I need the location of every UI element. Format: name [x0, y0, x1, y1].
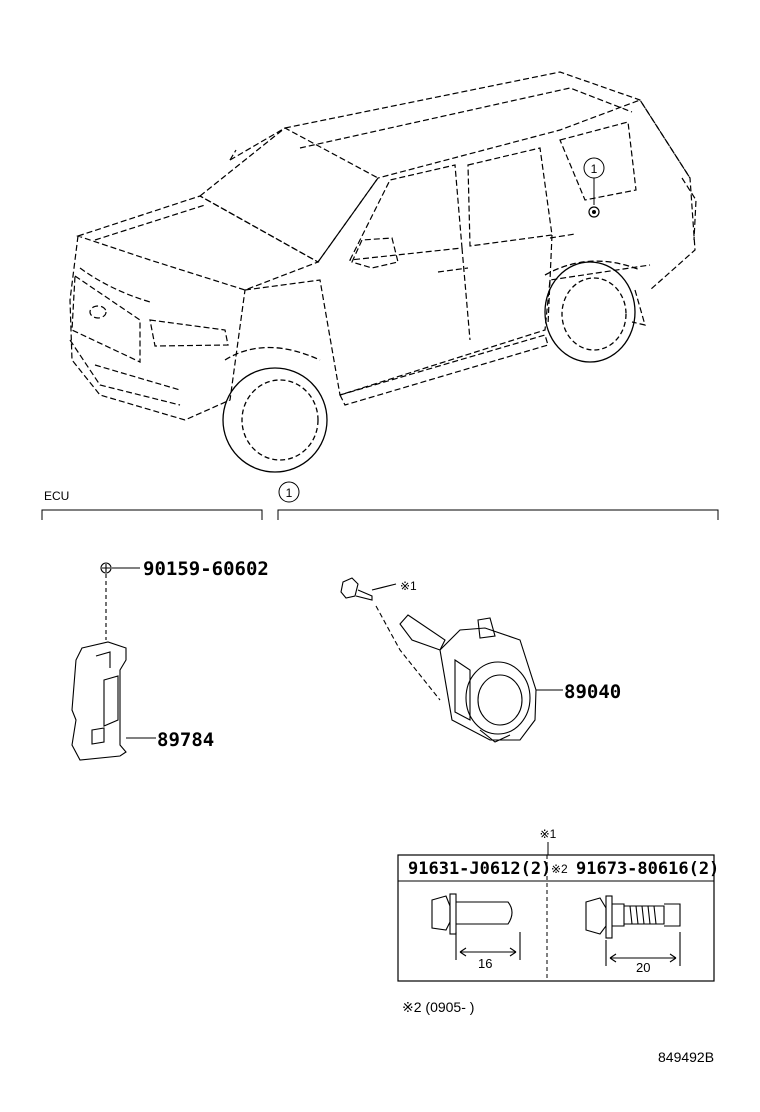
table-col1-part-number: 91631-J0612(2) [408, 859, 551, 879]
table-header-mark: ※1 [540, 827, 557, 841]
screw-part [100, 562, 140, 640]
section-1-callout: 1 [286, 486, 293, 500]
bolt-ref-mark: ※1 [400, 579, 417, 593]
table-col2-length: 20 [636, 960, 650, 975]
table-col1-bolt [431, 893, 521, 960]
bolt-part [340, 577, 441, 701]
part-number-ecu: 89784 [157, 729, 214, 751]
sensor-assembly-part [399, 614, 563, 743]
table-col1-length: 16 [478, 956, 492, 971]
vehicle-callout-1: 1 [583, 157, 605, 218]
bolt-spec-table: ※1 91631-J0612(2) ※2 91673-80616(2) 16 [397, 827, 719, 982]
footnote-date-range: ※2 (0905- ) [402, 999, 474, 1015]
section-ecu-header: ECU [41, 489, 263, 520]
ecu-section-label: ECU [44, 489, 69, 503]
table-col2-bolt [585, 895, 681, 966]
table-col2-part-number: 91673-80616(2) [576, 859, 719, 879]
svg-text:1: 1 [591, 162, 598, 176]
part-number-sensor: 89040 [564, 681, 621, 703]
vehicle-wheels [222, 260, 641, 473]
section-1-header: 1 [277, 481, 719, 520]
vehicle-illustration [69, 71, 697, 421]
ecu-bracket-part [71, 641, 156, 761]
drawing-code: 849492B [658, 1049, 714, 1065]
part-number-screw: 90159-60602 [143, 558, 269, 580]
table-col2-prefix: ※2 [551, 862, 568, 876]
